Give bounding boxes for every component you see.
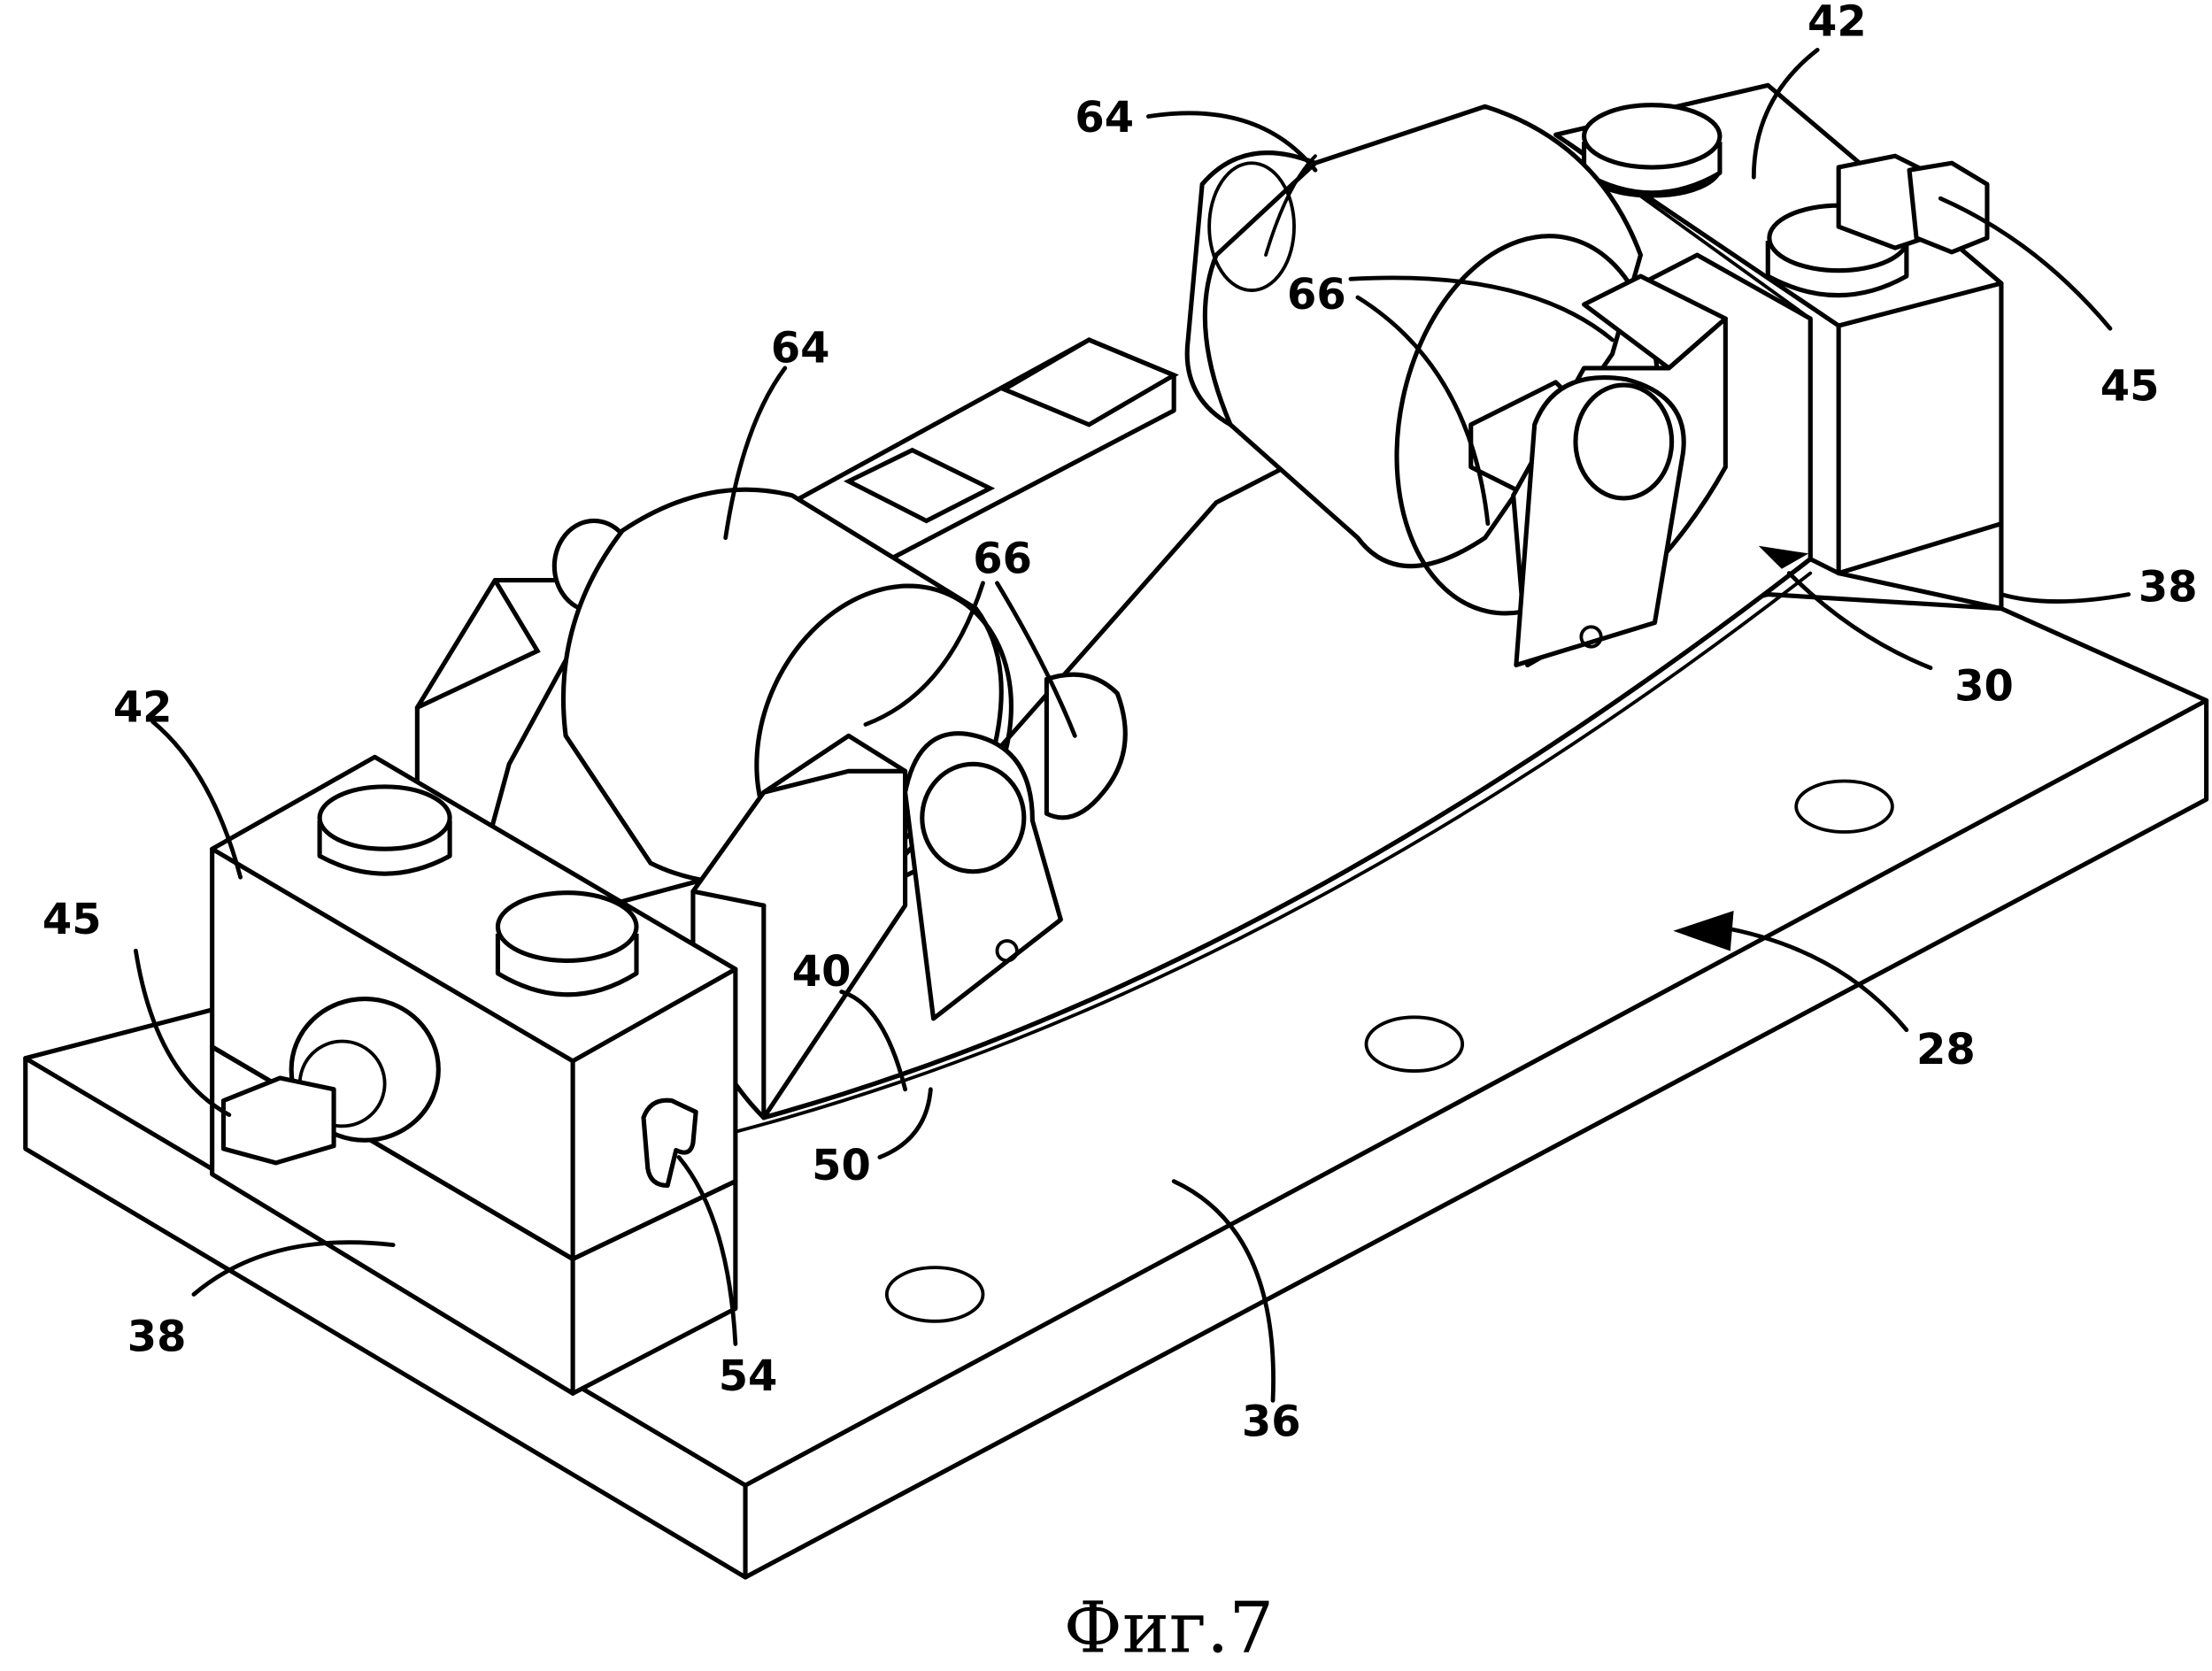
mounting-hole (1364, 1015, 1465, 1073)
bolt-head (317, 784, 452, 876)
mounting-hole (1794, 779, 1894, 834)
label-42-left: 42 (113, 683, 173, 732)
adjuster-screw (220, 996, 441, 1166)
label-28: 28 (1916, 1026, 1976, 1074)
mounting-hole (884, 1266, 985, 1323)
bolt-head (1582, 103, 1723, 198)
label-64-top: 64 (1075, 94, 1134, 142)
front-clamp-plate (903, 731, 1063, 1021)
adjuster-screw (1836, 153, 1990, 255)
bolt-head (495, 890, 639, 997)
label-30: 30 (1954, 662, 2014, 711)
label-66-right: 66 (1287, 271, 1346, 320)
rear-clamp-plate (1514, 375, 1686, 668)
label-38-left: 38 (127, 1313, 187, 1361)
label-64-left: 64 (771, 325, 830, 373)
label-38-right: 38 (2139, 564, 2198, 612)
label-50: 50 (812, 1142, 871, 1190)
slot-54 (641, 1097, 698, 1189)
label-40: 40 (792, 948, 852, 997)
label-54: 54 (719, 1352, 778, 1401)
label-42-top: 42 (1807, 0, 1867, 46)
label-45-left: 45 (42, 896, 102, 944)
leader-lines (133, 48, 2131, 1403)
label-36: 36 (1242, 1398, 1301, 1446)
label-45-right: 45 (2100, 363, 2160, 412)
reference-labels: 64 64 42 42 45 45 66 66 38 38 30 28 40 5… (42, 0, 2198, 1446)
figure-caption: Фиг.7 (1064, 1587, 1275, 1669)
label-66-center: 66 (973, 535, 1032, 584)
